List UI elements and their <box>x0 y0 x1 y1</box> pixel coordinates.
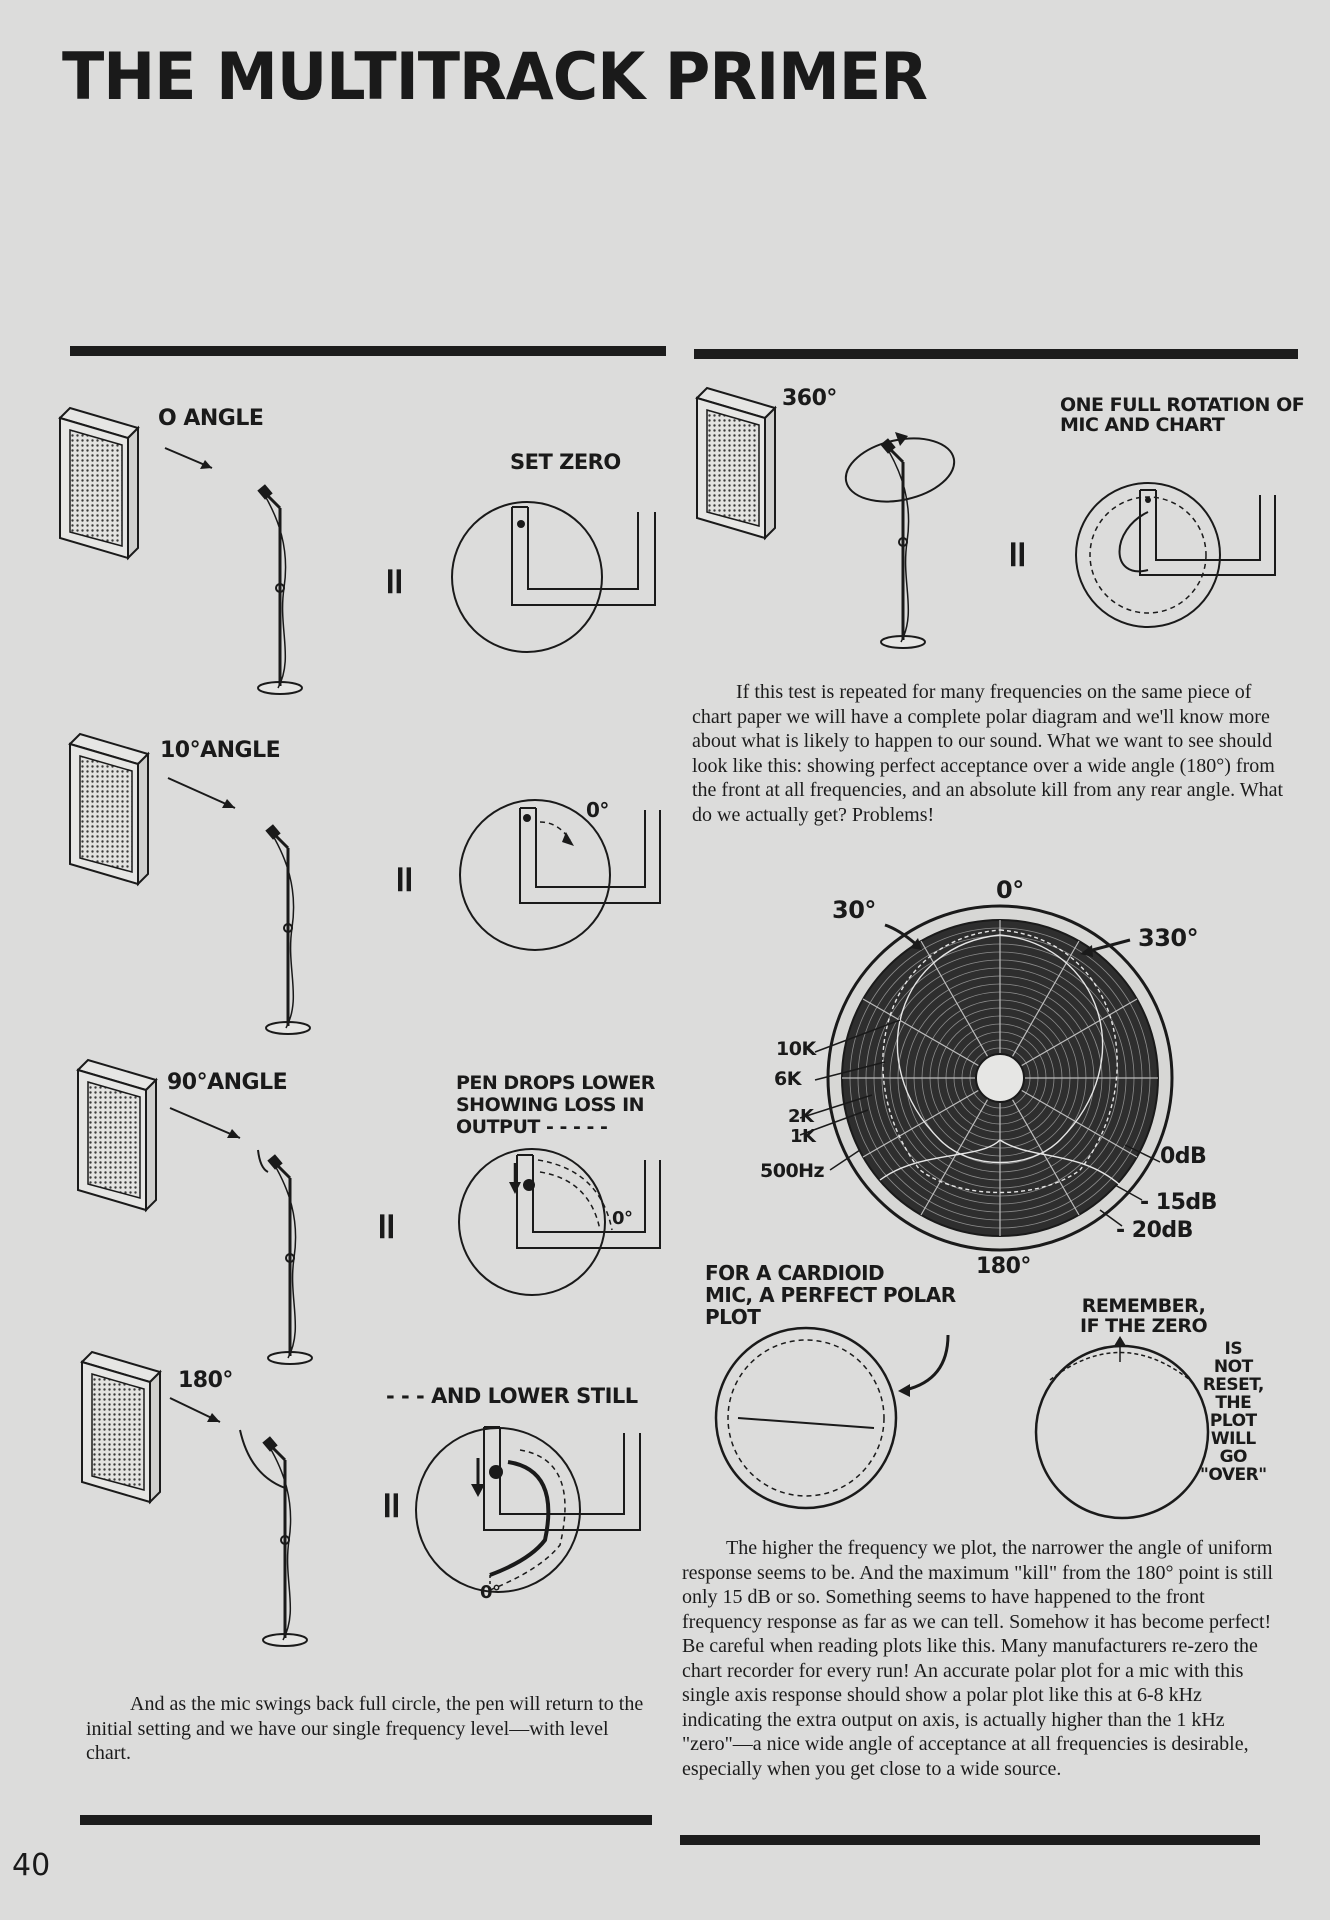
right-paragraph-2: The higher the frequency we plot, the na… <box>682 1537 1273 1780</box>
polar-label-30: 30° <box>832 896 876 924</box>
left-bottom-rule <box>80 1815 652 1825</box>
level-label-15db: - 15dB <box>1140 1190 1217 1215</box>
chart-tick-90: 0° <box>612 1208 633 1229</box>
equals-sign-4: = <box>370 1489 415 1521</box>
freq-label-10k: 10K <box>776 1038 816 1060</box>
freq-label-6k: 6K <box>774 1068 801 1090</box>
panel-360-rotation <box>696 387 1276 650</box>
page-title: THE MULTITRACK PRIMER <box>62 38 928 115</box>
chart-tick-10: 0° <box>586 798 609 822</box>
label-pen-drops: PEN DROPS LOWER SHOWING LOSS IN OUTPUT -… <box>456 1072 655 1138</box>
chart-tick-180: 0° <box>480 1582 501 1603</box>
polar-label-0: 0° <box>996 876 1024 904</box>
level-label-0db: 0dB <box>1160 1144 1207 1169</box>
right-top-rule <box>694 349 1298 359</box>
panel-90-angle <box>77 1059 661 1366</box>
equals-sign-2: = <box>383 863 428 895</box>
left-top-rule <box>70 346 666 356</box>
cardioid-note: FOR A CARDIOID MIC, A PERFECT POLAR PLOT <box>705 1261 956 1329</box>
equals-sign-5: = <box>996 538 1041 570</box>
freq-label-500hz: 500Hz <box>760 1160 825 1182</box>
label-set-zero: SET ZERO <box>510 450 621 474</box>
panel-10-angle <box>69 733 661 1036</box>
label-360: 360° <box>782 386 837 411</box>
panel-180-angle <box>81 1351 641 1648</box>
left-paragraph: And as the mic swings back full circle, … <box>86 1693 644 1764</box>
over-plot <box>1034 1336 1210 1520</box>
panel-0-angle <box>59 407 656 696</box>
chart-circle <box>451 501 603 653</box>
polar-diagram <box>799 904 1174 1252</box>
label-0-angle: O ANGLE <box>158 406 264 431</box>
right-bottom-rule <box>680 1835 1260 1845</box>
polar-label-180: 180° <box>976 1254 1031 1279</box>
cardioid-plot <box>714 1326 950 1510</box>
right-paragraph-1: If this test is repeated for many freque… <box>692 681 1284 826</box>
label-90-angle: 90°ANGLE <box>167 1070 288 1095</box>
equals-sign-3: = <box>365 1210 410 1242</box>
label-lower-still: - - - AND LOWER STILL <box>386 1384 638 1408</box>
freq-label-2k: 2K <box>788 1106 814 1127</box>
equals-sign-1: = <box>373 565 418 597</box>
label-180-angle: 180° <box>178 1368 233 1393</box>
remember-note-side: IS NOT RESET, THE PLOT WILL GO "OVER" <box>1200 1339 1267 1485</box>
remember-note: REMEMBER, IF THE ZERO <box>1080 1295 1208 1337</box>
page-number: 40 <box>12 1848 51 1883</box>
polar-label-330: 330° <box>1138 924 1199 952</box>
label-10-angle: 10°ANGLE <box>160 738 281 763</box>
freq-label-1k: 1K <box>790 1126 816 1147</box>
level-label-20db: - 20dB <box>1116 1218 1193 1243</box>
label-full-rotation: ONE FULL ROTATION OF MIC AND CHART <box>1060 394 1305 436</box>
